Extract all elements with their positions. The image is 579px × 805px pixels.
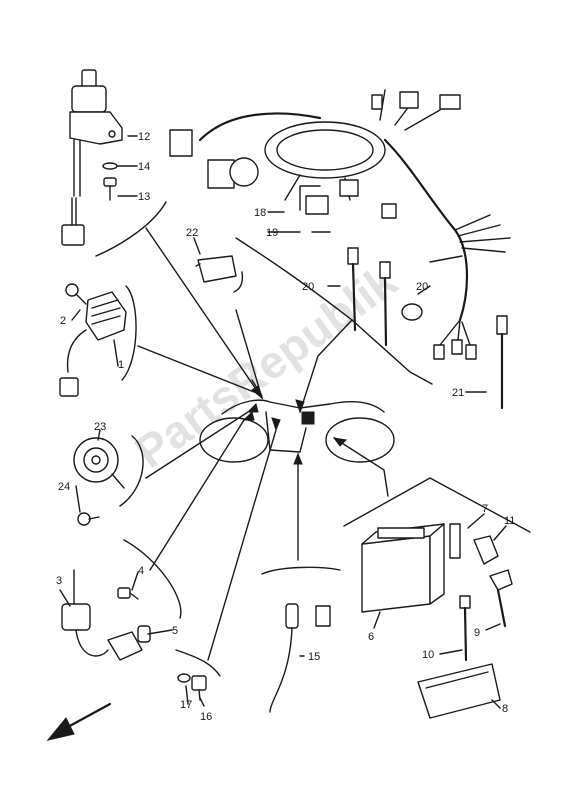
callout-1: 1 bbox=[118, 359, 124, 371]
callout-6: 6 bbox=[368, 631, 374, 643]
washer-14 bbox=[102, 162, 118, 170]
relay-22 bbox=[195, 255, 237, 283]
callout-15: 15 bbox=[308, 651, 320, 663]
battery bbox=[361, 523, 445, 613]
callout-10: 10 bbox=[422, 649, 434, 661]
callout-3: 3 bbox=[56, 575, 62, 587]
callout-21: 21 bbox=[452, 387, 464, 399]
front-direction-arrow bbox=[46, 702, 112, 741]
callout-11: 11 bbox=[504, 515, 515, 527]
callout-2: 2 bbox=[60, 315, 66, 327]
screw-13 bbox=[103, 177, 117, 201]
fuse-holder-11 bbox=[473, 535, 513, 591]
callout-19: 19 bbox=[266, 227, 278, 239]
callout-16: 16 bbox=[200, 711, 212, 723]
callout-20-left: 20 bbox=[302, 281, 314, 293]
callout-23: 23 bbox=[94, 421, 106, 433]
washer-17 bbox=[177, 673, 191, 683]
screw-4 bbox=[117, 587, 139, 600]
callout-9: 9 bbox=[474, 627, 480, 639]
horn bbox=[73, 437, 125, 489]
high-tension-lead bbox=[269, 603, 331, 713]
callout-22: 22 bbox=[186, 227, 198, 239]
assembly-pointers bbox=[95, 201, 531, 677]
callout-4: 4 bbox=[138, 565, 144, 577]
callout-17: 17 bbox=[180, 699, 192, 711]
plug-cap bbox=[107, 625, 151, 661]
callout-5: 5 bbox=[172, 625, 178, 637]
ignition-coil bbox=[61, 569, 109, 657]
callout-labels: 12 14 13 18 19 22 20 20 21 2 1 23 24 3 4… bbox=[56, 131, 515, 723]
callout-24: 24 bbox=[58, 481, 70, 493]
callout-13: 13 bbox=[138, 191, 150, 203]
bolt-16 bbox=[191, 675, 207, 701]
lead-9 bbox=[496, 588, 507, 628]
lead-10 bbox=[459, 595, 471, 662]
lead-21 bbox=[496, 315, 508, 410]
bolt-24 bbox=[77, 512, 100, 526]
cable-bands bbox=[347, 247, 423, 347]
callout-14: 14 bbox=[138, 161, 150, 173]
battery-band bbox=[417, 663, 501, 719]
leader-lines bbox=[59, 135, 507, 709]
bolt-2 bbox=[65, 283, 87, 305]
watermark-text: PartsRepublik bbox=[125, 254, 406, 478]
callout-20-right: 20 bbox=[416, 281, 428, 293]
callout-18: 18 bbox=[254, 207, 266, 219]
callout-8: 8 bbox=[502, 703, 508, 715]
main-switch bbox=[61, 69, 123, 246]
callout-12: 12 bbox=[138, 131, 150, 143]
arrowheads bbox=[242, 385, 348, 465]
rectifier-regulator bbox=[59, 291, 127, 397]
wire-harness bbox=[169, 89, 511, 360]
battery-lead-7 bbox=[449, 523, 461, 559]
callout-7: 7 bbox=[482, 503, 488, 515]
